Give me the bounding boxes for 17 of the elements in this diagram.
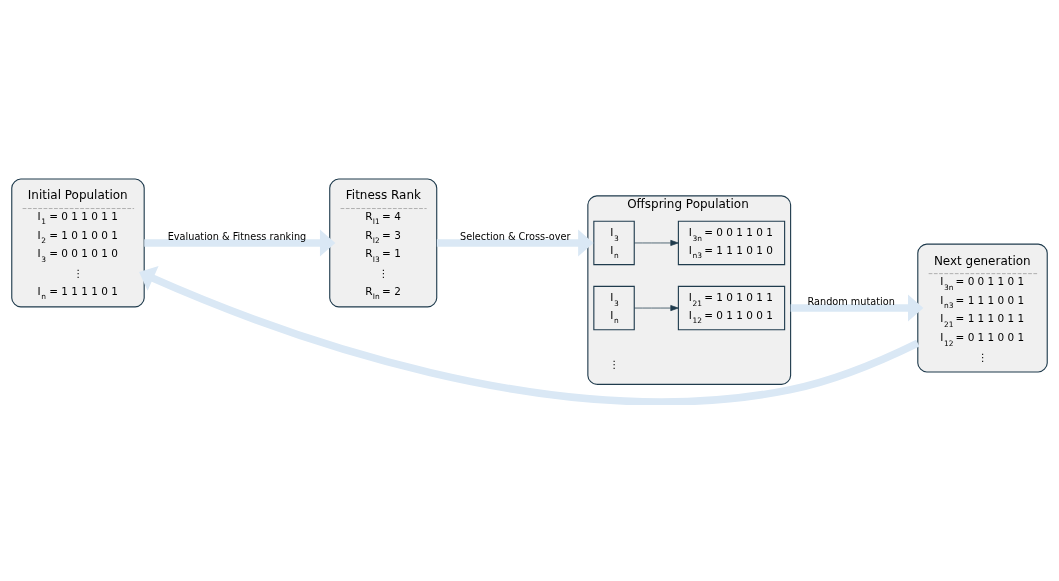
- arrow: [139, 266, 920, 405]
- node-box: I$_{21}$ = 1 0 1 0 1 1 I$_{12}$ = 0 1 1 0 0 1: [677, 285, 786, 331]
- label: ⋮: [608, 357, 620, 370]
- edge-label: Random mutation: [807, 296, 895, 308]
- arrow: [144, 229, 336, 257]
- node-box: Next generation I$_{3n}$ = 0 0 1 1 0 1 I$_{n3}$ = 1 1 1 0 0 1 I$_{21}$ = 1 1 1 0 1 1 I$_{12}$ = 0 1 1 0 0 1 ⋮: [917, 243, 1048, 373]
- node-box: Initial Population I$_{1}$ = 0 1 1 0 1 1 I$_{2}$ = 1 0 1 0 0 1 I$_{3}$ = 0 0 1 0 1 0 ⋮ I$_{n}$ = 1 1 1 1 0 1: [11, 178, 145, 308]
- arrow: [790, 294, 924, 322]
- arrow: [436, 229, 594, 257]
- edge-label: Selection & Cross-over: [460, 231, 571, 243]
- edge-label: Evaluation & Fitness ranking: [167, 231, 307, 243]
- node-box: I$_{3}$ I$_{n}$: [593, 220, 635, 266]
- node-box: I$_{3}$ I$_{n}$: [593, 285, 635, 331]
- node-box: Fitness Rank R$_{I1}$ = 4 R$_{I2}$ = 3 R$_{I3}$ = 1 ⋮ R$_{In}$ = 2: [329, 178, 438, 308]
- arrow: [634, 239, 679, 246]
- arrow: [634, 305, 679, 312]
- node-box: I$_{3n}$ = 0 0 1 1 0 1 I$_{n3}$ = 1 1 1 0 1 0: [677, 220, 786, 266]
